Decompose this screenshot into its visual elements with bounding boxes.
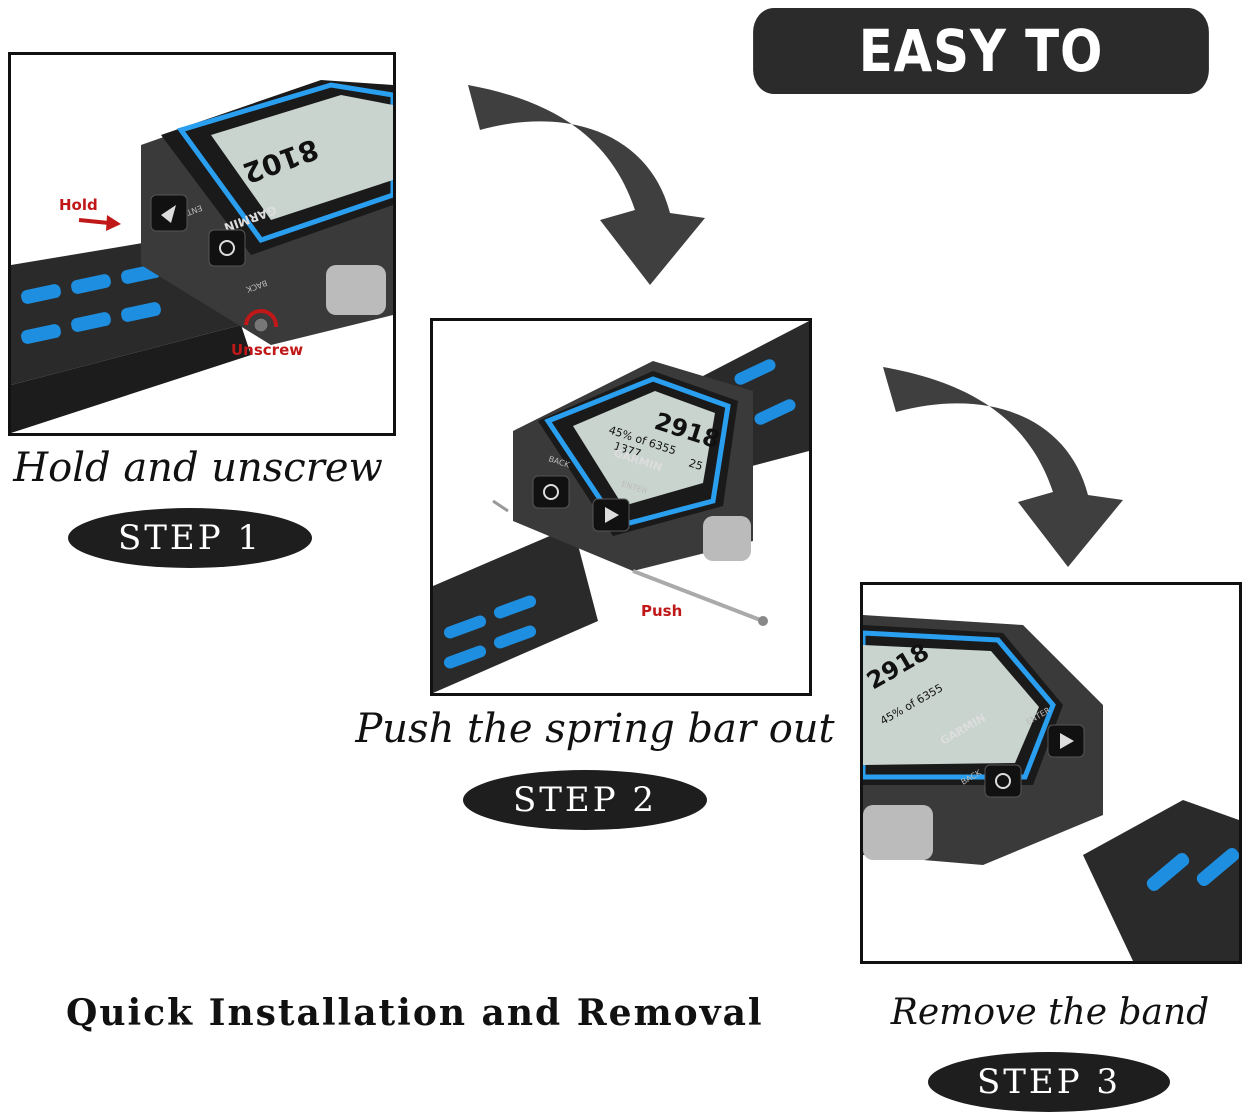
curved-arrow-down-right-icon	[468, 85, 705, 285]
rotate-arrow-icon	[244, 308, 279, 333]
step-2-badge: STEP 2	[463, 770, 707, 830]
watch-body: 2918 45% of 6355 GARMIN BACK ENTER	[863, 615, 1103, 865]
step-3-badge: STEP 3	[928, 1052, 1170, 1112]
page-title-banner: EASY TO REPLACE	[753, 8, 1209, 171]
unscrew-label: Unscrew	[231, 341, 303, 359]
step-1-caption: Hold and unscrew	[13, 445, 383, 491]
watch-body: 2918 45% of 6355 1377 25 GARMIN BACK ENT…	[513, 361, 753, 571]
step-2-caption: Push the spring bar out	[355, 706, 835, 752]
footer-title: Quick Installation and Removal	[66, 992, 764, 1034]
step-1-badge: STEP 1	[68, 508, 312, 568]
hold-label: Hold	[59, 196, 98, 214]
step-1-photo: 8102 GARMIN ENTER BACK Hold Unscrew	[8, 52, 396, 436]
push-label: Push	[641, 602, 682, 620]
step-3-caption: Remove the band	[890, 992, 1210, 1033]
watch-body: 8102 GARMIN ENTER BACK	[141, 80, 393, 345]
svg-text:25: 25	[687, 456, 704, 473]
detached-band	[1083, 800, 1239, 961]
curved-arrow-down-right-icon	[883, 367, 1123, 567]
red-arrow-icon	[78, 215, 121, 231]
step-3-photo: 2918 45% of 6355 GARMIN BACK ENTER	[860, 582, 1242, 964]
step-2-photo: 2918 45% of 6355 1377 25 GARMIN BACK ENT…	[430, 318, 812, 696]
spring-bar-tool	[492, 499, 768, 626]
